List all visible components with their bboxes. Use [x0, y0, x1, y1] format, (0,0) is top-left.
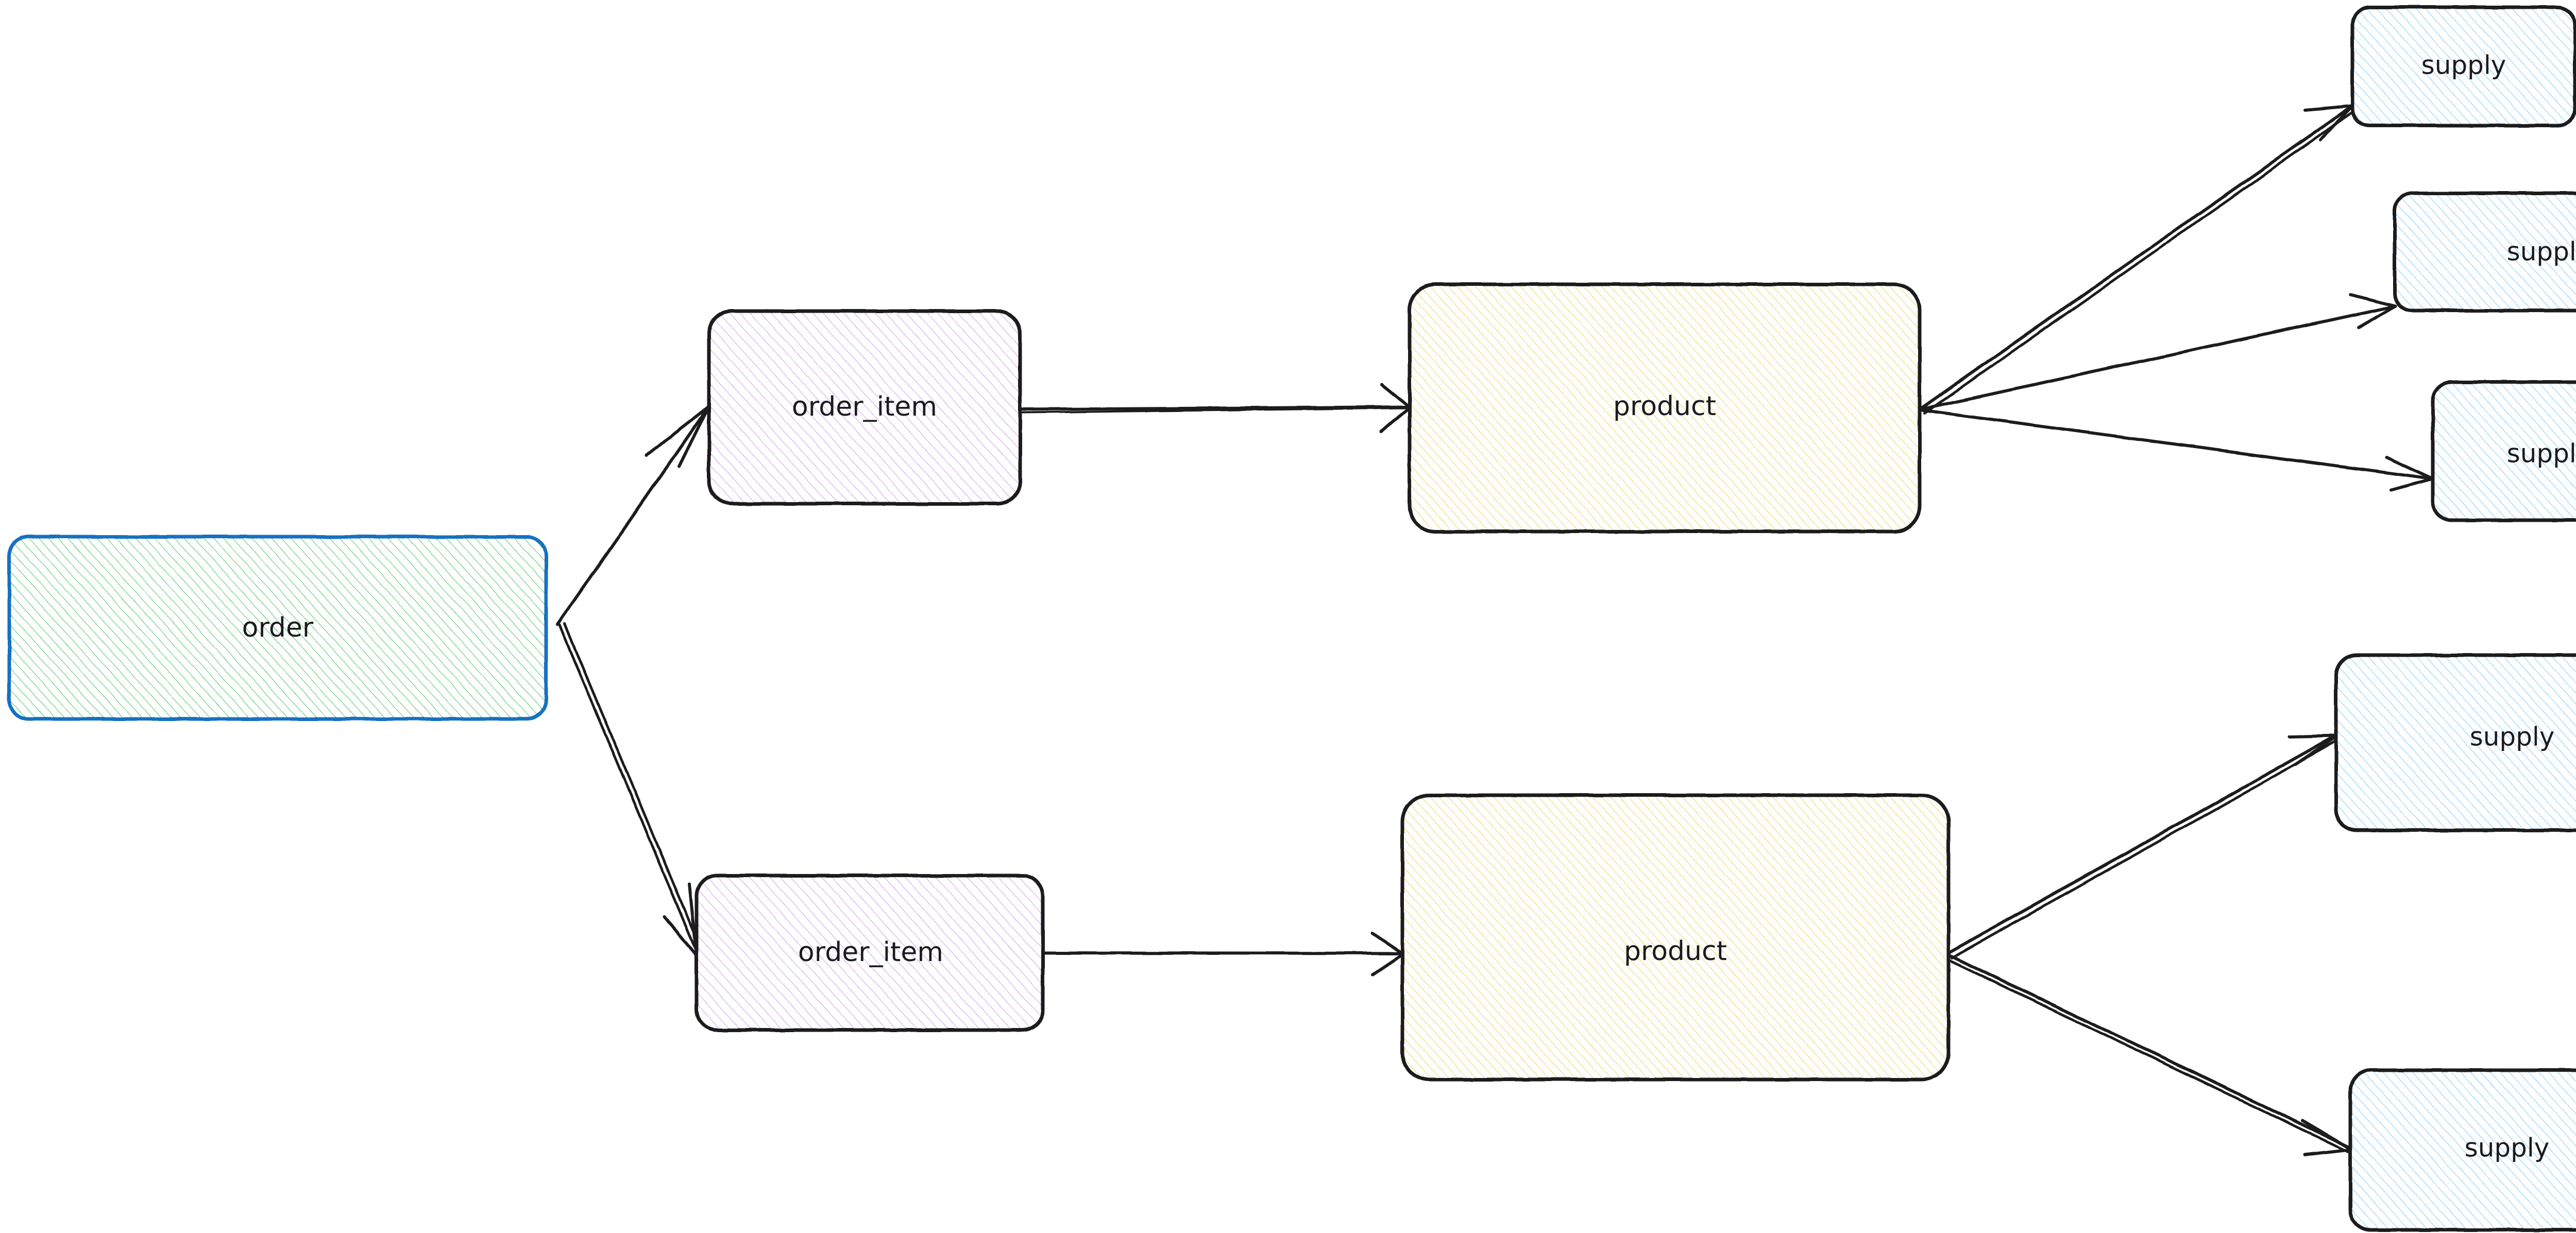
node-order-item-top-hatch	[709, 311, 1020, 504]
edge-order-item-to-product-bottom	[1043, 932, 1404, 976]
node-order-item-bottom-hatch	[697, 876, 1043, 1030]
node-supply-5-hatch	[2350, 1070, 2576, 1230]
edge-order-item-to-product-top	[1020, 383, 1411, 433]
node-order-item-top-border	[707, 309, 1022, 506]
edge-product-to-supply-3	[1920, 408, 2434, 492]
node-supply-2[interactable]: supply	[2393, 191, 2576, 313]
node-supply-5-label: supply	[2465, 1133, 2550, 1163]
nodes-layer: order order_item order_item p	[7, 5, 2576, 1232]
node-supply-2-label: supply	[2507, 237, 2576, 267]
node-product-top-border	[1408, 282, 1922, 534]
node-supply-3-label: supply	[2507, 439, 2576, 469]
node-supply-5-border	[2348, 1068, 2576, 1232]
node-supply-2-hatch	[2395, 193, 2576, 311]
node-order-hatch	[9, 537, 546, 719]
node-order-label: order	[242, 612, 314, 643]
node-supply-1[interactable]: supply	[2350, 5, 2576, 128]
edge-order-to-order-item-top	[556, 405, 710, 626]
node-supply-3[interactable]: supply	[2431, 380, 2576, 522]
node-supply-4-border	[2334, 653, 2576, 832]
node-order-border	[7, 535, 548, 721]
node-product-top-hatch	[1410, 284, 1920, 532]
node-product-bottom-label: product	[1624, 936, 1727, 967]
node-product-top[interactable]: product	[1408, 282, 1922, 534]
edge-product-to-supply-2	[1920, 293, 2397, 410]
edges-layer	[556, 105, 2434, 1156]
node-order-item-bottom-border	[694, 874, 1045, 1032]
edge-product-to-supply-1	[1920, 105, 2357, 415]
node-supply-2-border	[2393, 191, 2576, 313]
edge-product-to-supply-5	[1945, 953, 2352, 1156]
node-order[interactable]: order	[7, 535, 548, 721]
node-order-item-top[interactable]: order_item	[707, 309, 1022, 506]
node-product-top-label: product	[1613, 391, 1716, 422]
node-product-bottom[interactable]: product	[1400, 793, 1951, 1082]
node-supply-1-label: supply	[2421, 50, 2506, 80]
node-supply-4-hatch	[2336, 655, 2576, 830]
node-product-bottom-hatch	[1402, 795, 1948, 1080]
node-supply-1-border	[2350, 5, 2576, 128]
node-order-item-top-label: order_item	[792, 391, 937, 422]
node-supply-3-hatch	[2433, 382, 2576, 520]
edge-order-to-order-item-bottom	[558, 623, 703, 957]
node-supply-4-label: supply	[2470, 722, 2555, 752]
node-order-item-bottom[interactable]: order_item	[694, 874, 1045, 1032]
node-order-item-bottom-label: order_item	[798, 937, 943, 968]
node-product-bottom-border	[1400, 793, 1951, 1082]
node-supply-1-hatch	[2352, 7, 2575, 126]
node-supply-4[interactable]: supply	[2334, 653, 2576, 832]
node-supply-3-border	[2431, 380, 2576, 522]
node-supply-5[interactable]: supply	[2348, 1068, 2576, 1232]
edge-product-to-supply-4	[1947, 734, 2341, 960]
